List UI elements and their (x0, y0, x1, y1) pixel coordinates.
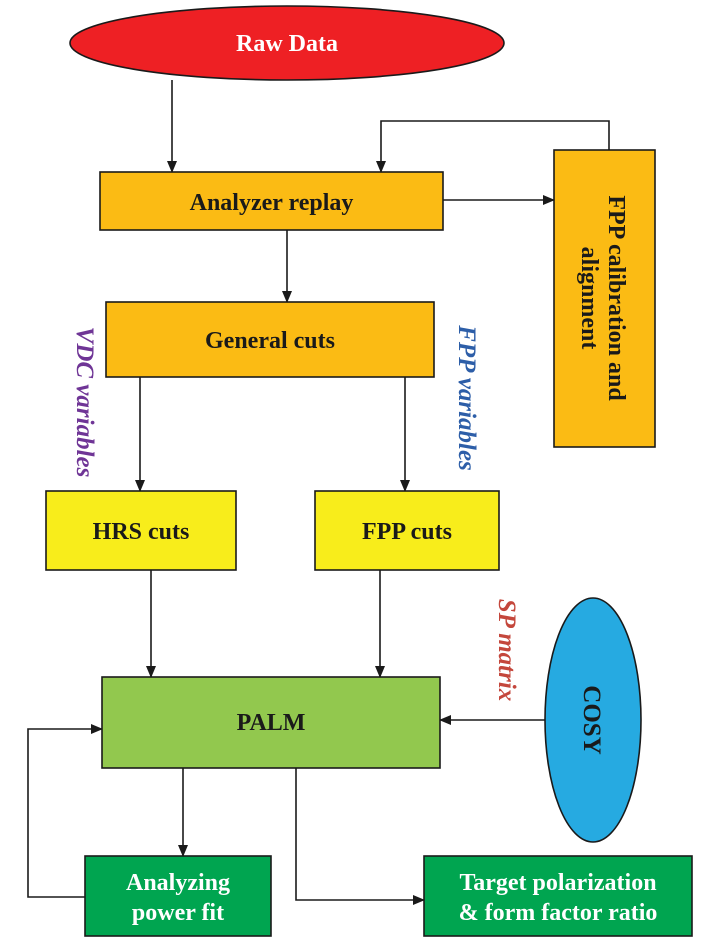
target-polarization-label-line2: & form factor ratio (459, 900, 658, 926)
fpp-cuts-shape (314, 490, 500, 571)
raw-data-shape (69, 5, 505, 81)
target-polarization-label-line1: Target polarization (459, 870, 656, 896)
general-cuts-shape (105, 301, 435, 378)
annotation-vdc-group: VDC variables (71, 327, 98, 478)
node-fpp-calibration: FPP calibration and alignment (553, 149, 656, 448)
general-cuts-label: General cuts (205, 328, 335, 354)
node-cosy: COSY (544, 597, 642, 843)
annotation-fpp-group: FPP variables (453, 324, 480, 471)
target-polarization-shape (423, 855, 693, 937)
sp-matrix-label: SP matrix (493, 599, 520, 702)
node-hrs-cuts: HRS cuts (45, 490, 237, 571)
fpp-calibration-shape (553, 149, 656, 448)
fpp-cuts-label: FPP cuts (362, 519, 452, 545)
hrs-cuts-shape (45, 490, 237, 571)
cosy-shape (544, 597, 642, 843)
analyzing-power-fit-label-line2: power fit (132, 900, 224, 926)
node-analyzer-replay: Analyzer replay (99, 171, 444, 231)
arrow-palm-to-target-polarization (295, 768, 425, 905)
analyzing-power-fit-shape (84, 855, 272, 937)
analyzer-replay-shape (99, 171, 444, 231)
fpp-calibration-label-line2: alignment (576, 247, 602, 350)
node-palm: PALM (101, 676, 441, 769)
node-raw-data: Raw Data (69, 5, 505, 81)
palm-shape (101, 676, 441, 769)
arrow-fpp-calibration-feedback (376, 120, 610, 173)
vdc-variables-label: VDC variables (71, 327, 98, 478)
arrow-analyzing-power-feedback (27, 724, 103, 898)
fpp-variables-label: FPP variables (453, 324, 480, 471)
node-general-cuts: General cuts (105, 301, 435, 378)
node-target-polarization: Target polarization & form factor ratio (423, 855, 693, 937)
palm-label: PALM (237, 710, 306, 736)
connectors (27, 80, 610, 905)
analyzing-power-fit-label-line1: Analyzing (126, 870, 230, 896)
cosy-label: COSY (578, 685, 605, 754)
node-fpp-cuts: FPP cuts (314, 490, 500, 571)
raw-data-label: Raw Data (236, 31, 338, 57)
hrs-cuts-label: HRS cuts (93, 519, 190, 545)
node-analyzing-power-fit: Analyzing power fit (84, 855, 272, 937)
analyzer-replay-label: Analyzer replay (190, 190, 354, 216)
annotation-sp-group: SP matrix (493, 599, 520, 702)
fpp-calibration-label-line1: FPP calibration and (603, 195, 629, 401)
